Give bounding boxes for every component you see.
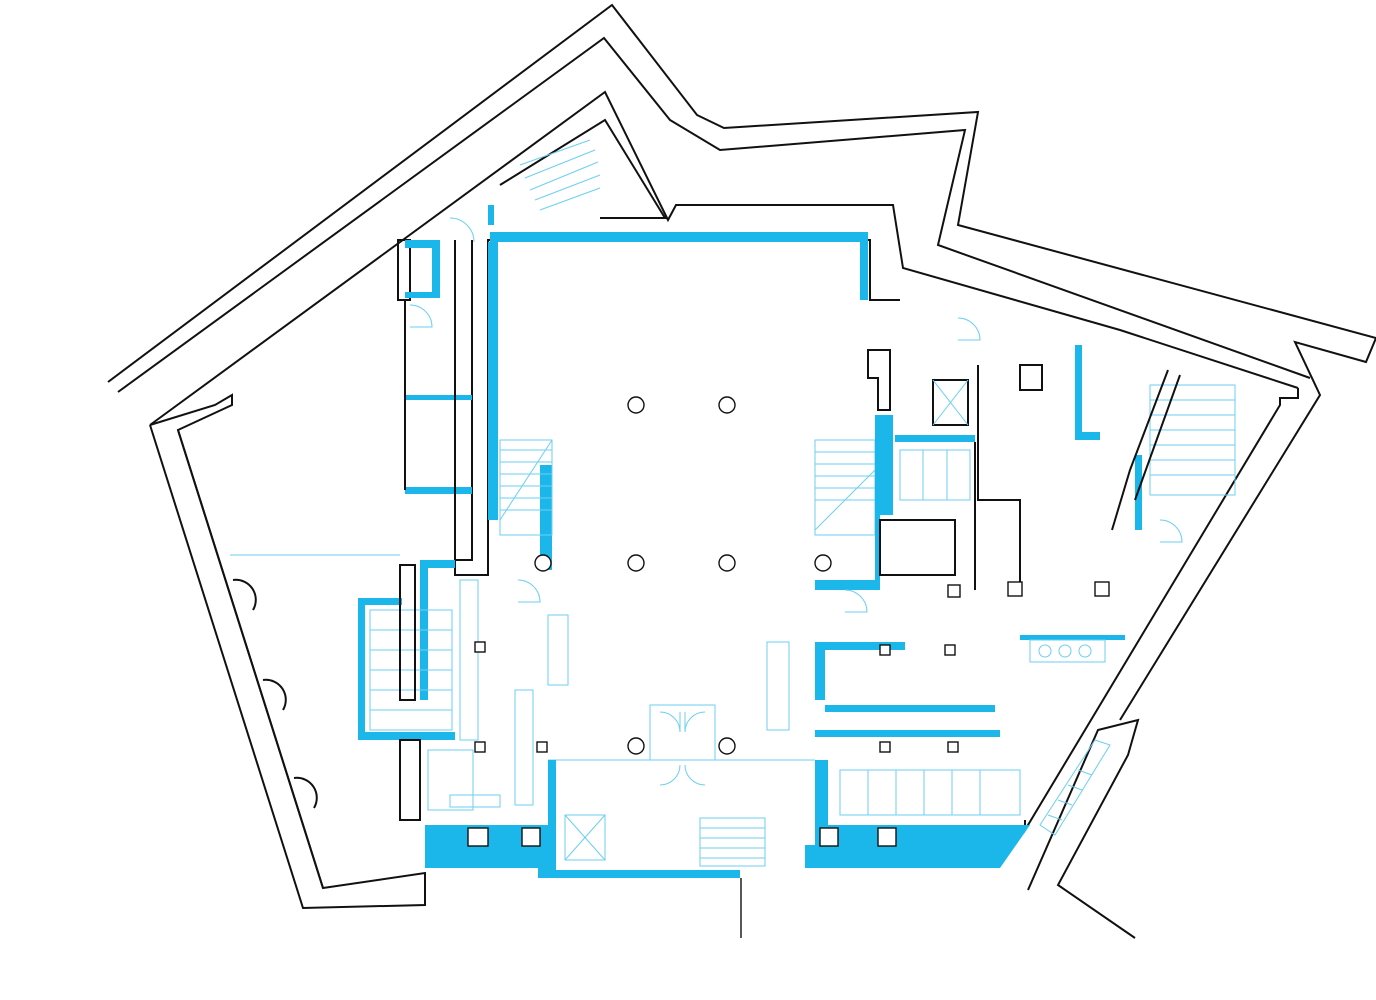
- pillar: [474, 641, 486, 653]
- outer-wall-exterior: [107, 3, 1376, 721]
- east-wing-wall-2: [879, 519, 956, 576]
- south-wall-east: [805, 760, 1030, 868]
- south-stair: [699, 817, 766, 867]
- north-stair-wall: [499, 118, 667, 219]
- pillar: [1094, 581, 1110, 597]
- hall-column: [814, 554, 832, 572]
- hall-door-arc: [844, 589, 868, 613]
- east-room-wall-2: [815, 642, 905, 700]
- pillar: [1007, 581, 1023, 597]
- west-stair: [369, 609, 453, 731]
- north-corridor-wall: [149, 90, 1299, 426]
- east-room-wall-4: [815, 730, 1000, 737]
- west-corridor-wall: [404, 240, 456, 560]
- east-wall: [1024, 388, 1299, 834]
- west-wall-interior: [177, 429, 324, 889]
- west-wing: [358, 239, 548, 821]
- hall-stair-east: [814, 439, 876, 536]
- entrance-doors: [649, 704, 716, 786]
- hall-column: [718, 737, 736, 755]
- hall-column: [718, 554, 736, 572]
- washbasins: [1029, 639, 1106, 663]
- pillar: [944, 644, 956, 656]
- hall-stair-west: [499, 439, 553, 536]
- west-stair-core: [399, 564, 421, 821]
- east-door-arc: [1159, 519, 1183, 543]
- outer-wall-interior: [117, 36, 1311, 393]
- east-room-wall-1: [895, 435, 975, 442]
- main-hall: [454, 232, 900, 786]
- hall-column: [627, 554, 645, 572]
- north-stair: [449, 118, 667, 243]
- northeast-stairs: [1075, 345, 1236, 531]
- hall-west-wall-accent: [488, 242, 498, 520]
- pillar: [877, 827, 897, 847]
- storage-area: [427, 579, 541, 811]
- pillar: [879, 741, 891, 753]
- east-wing-wall-1: [974, 365, 1021, 590]
- pillar: [467, 827, 489, 847]
- toilet-stalls: [899, 449, 971, 501]
- hall-west-wall: [454, 240, 489, 576]
- west-room-accent-2: [405, 395, 472, 400]
- hall-column: [627, 737, 645, 755]
- hall-column: [534, 554, 552, 572]
- southeast-wall: [1027, 718, 1140, 939]
- lift: [564, 814, 606, 861]
- pillar: [521, 827, 541, 847]
- hall-east-wall-accent: [860, 242, 868, 300]
- west-stair-frame: [358, 598, 455, 740]
- south-wall: [425, 760, 1030, 938]
- toilet-stalls-south: [839, 769, 1021, 816]
- se-stair: [1039, 739, 1111, 836]
- ne-stair: [1149, 384, 1236, 496]
- west-wing-wall: [397, 239, 411, 301]
- north-stair-treads: [519, 139, 601, 211]
- counter: [766, 641, 790, 731]
- ne-stair-wall-line: [1111, 369, 1181, 531]
- hall-east-bar: [867, 349, 891, 411]
- pillar: [474, 741, 486, 753]
- hall-north-wall-accent: [490, 232, 868, 242]
- ne-door-arc: [957, 317, 981, 341]
- outer-walls: [107, 3, 1376, 939]
- north-door-accent: [488, 205, 494, 225]
- hall-east-structure: [815, 415, 893, 590]
- ramp: [547, 614, 569, 686]
- west-room-accent-1: [405, 240, 440, 298]
- hall-column: [718, 396, 736, 414]
- shaft: [1019, 364, 1043, 391]
- pillar: [879, 644, 891, 656]
- east-room-wall-3: [825, 705, 995, 712]
- pillar: [947, 584, 961, 598]
- door-arc: [409, 304, 433, 328]
- pillar: [947, 741, 959, 753]
- west-room-accent-3: [405, 487, 472, 494]
- pillar: [819, 827, 839, 847]
- wall-niche-1: [232, 578, 257, 611]
- east-corridor-accent: [1020, 635, 1125, 640]
- lift-shaft: [932, 379, 969, 426]
- wall-niche-3: [293, 776, 318, 809]
- south-wall-west: [425, 760, 740, 878]
- hall-west-column-wall: [540, 465, 552, 570]
- pillar: [536, 741, 548, 753]
- east-wing: [815, 364, 1125, 816]
- hall-north-wall: [487, 239, 900, 301]
- hall-column: [627, 396, 645, 414]
- ne-stair-wall: [1075, 345, 1100, 440]
- wall-niche-2: [262, 678, 287, 711]
